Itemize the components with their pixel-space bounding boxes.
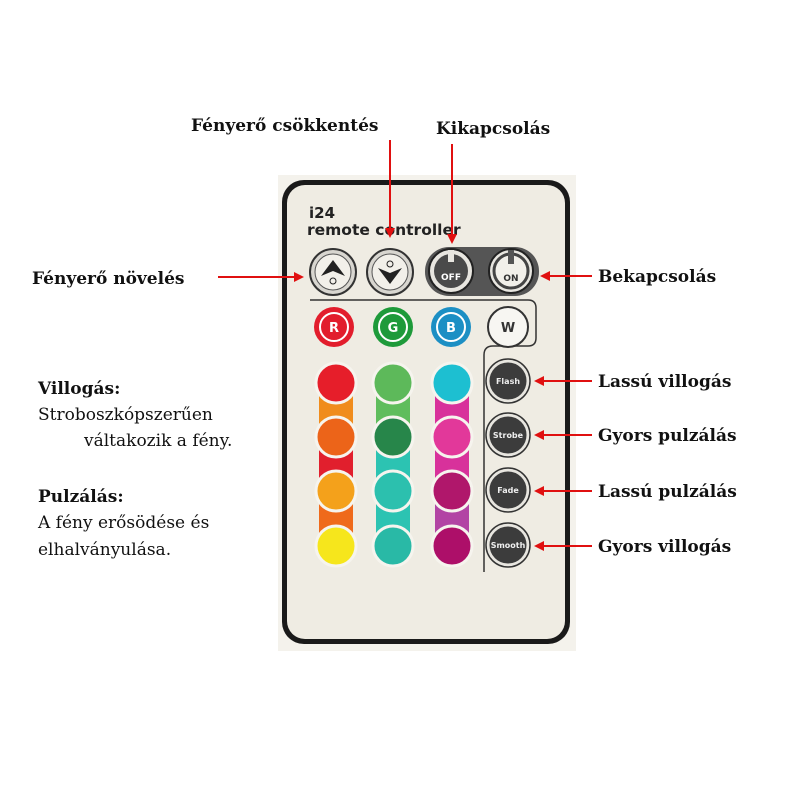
svg-text:Fade: Fade: [497, 486, 519, 495]
brand-model: i24: [309, 204, 335, 222]
w-button[interactable]: W: [487, 306, 529, 348]
label-flash: Lassú villogás: [598, 372, 731, 392]
power-icon: [448, 250, 454, 262]
svg-text:W: W: [501, 321, 515, 336]
label-power-on: Bekapcsolás: [598, 267, 716, 287]
color-button[interactable]: [371, 415, 415, 459]
svg-text:Flash: Flash: [496, 377, 520, 386]
color-button[interactable]: [314, 415, 358, 459]
color-button[interactable]: [371, 469, 415, 513]
color-button[interactable]: [371, 361, 415, 405]
label-fade: Lassú pulzálás: [598, 482, 737, 502]
flash-button[interactable]: Flash: [485, 358, 531, 404]
brand-name: remote controller: [307, 221, 461, 239]
label-brightness-down: Fényerő csökkentés: [191, 116, 378, 136]
svg-text:B: B: [446, 321, 456, 336]
svg-text:Smooth: Smooth: [491, 541, 526, 550]
label-smooth: Gyors villogás: [598, 537, 731, 557]
on-button[interactable]: ON: [488, 248, 534, 294]
color-button[interactable]: [430, 361, 474, 405]
arrow-up-icon: [321, 260, 345, 276]
sun-icon: [329, 277, 337, 285]
note-flash-title: Villogás:: [37, 379, 120, 399]
color-button[interactable]: [430, 415, 474, 459]
color-button[interactable]: [314, 524, 358, 568]
off-button[interactable]: OFF: [428, 248, 474, 294]
color-button[interactable]: [430, 524, 474, 568]
label-brightness-up: Fényerő növelés: [32, 269, 184, 289]
svg-text:R: R: [329, 321, 339, 336]
svg-text:Strobe: Strobe: [493, 431, 524, 440]
color-button[interactable]: [314, 361, 358, 405]
label-strobe: Gyors pulzálás: [598, 426, 737, 446]
brightness-down-button[interactable]: [366, 248, 414, 296]
b-button[interactable]: B: [431, 307, 471, 347]
note-flash-line1: Stroboszkópszerűen: [38, 405, 213, 425]
color-button[interactable]: [430, 469, 474, 513]
color-button-grid: [314, 361, 474, 568]
note-pulse-line1: A fény erősödése és: [37, 513, 209, 533]
brightness-up-button[interactable]: [309, 248, 357, 296]
color-button[interactable]: [371, 524, 415, 568]
g-button[interactable]: G: [373, 307, 413, 347]
note-flash-line2: váltakozik a fény.: [83, 431, 232, 451]
sun-icon: [386, 260, 394, 268]
remote-face: [287, 185, 565, 639]
color-button[interactable]: [314, 469, 358, 513]
label-power-off: Kikapcsolás: [436, 119, 550, 139]
divider-line: [310, 299, 537, 572]
smooth-button[interactable]: Smooth: [485, 522, 531, 568]
note-pulse-title: Pulzálás:: [38, 487, 124, 507]
svg-text:G: G: [388, 321, 399, 336]
power-icon: [508, 250, 514, 264]
svg-text:OFF: OFF: [441, 273, 461, 283]
arrow-down-icon: [378, 268, 402, 284]
svg-text:ON: ON: [503, 274, 518, 284]
fade-button[interactable]: Fade: [485, 467, 531, 513]
r-button[interactable]: R: [314, 307, 354, 347]
note-pulse-line2: elhalványulása.: [38, 540, 171, 560]
strobe-button[interactable]: Strobe: [485, 412, 531, 458]
